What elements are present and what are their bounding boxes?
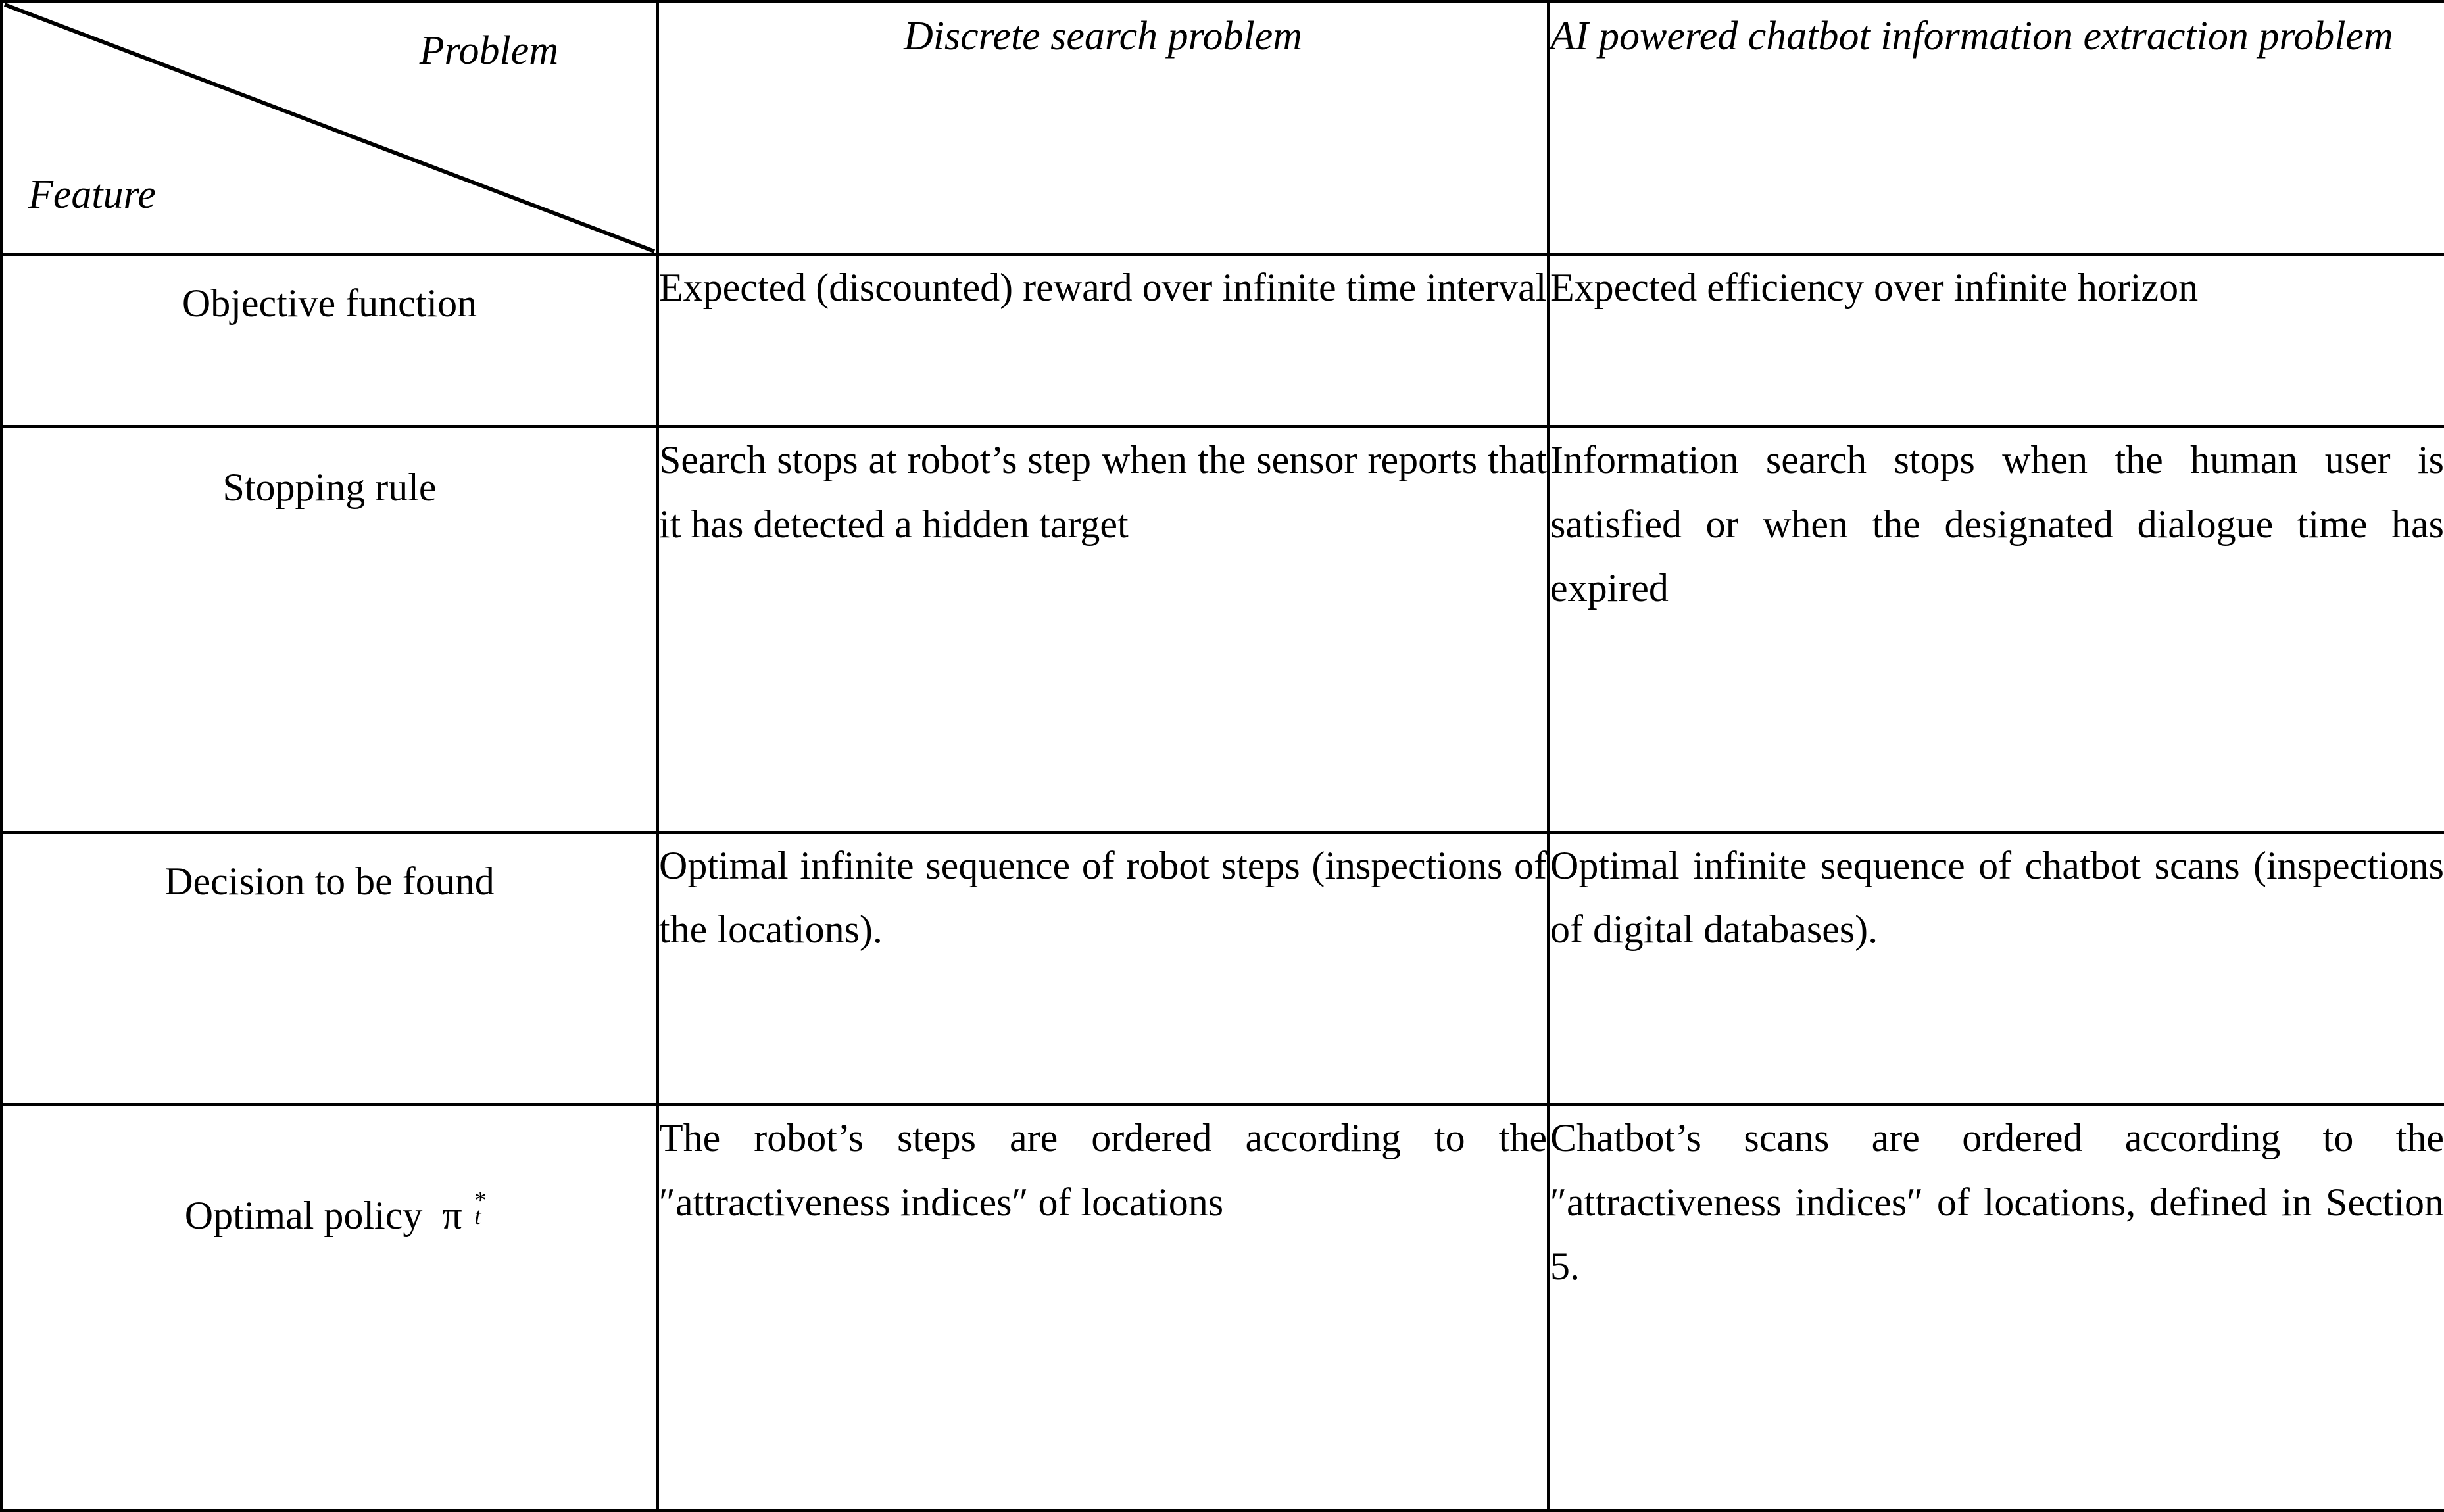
- feature-label-optimal-policy: Optimal policy π*t*: [0, 1103, 659, 1512]
- header-feature-label: Feature: [28, 172, 156, 217]
- cell-objective-function-discrete-search: Expected (discounted) reward over infini…: [656, 252, 1550, 429]
- table-row: Objective function Expected (discounted)…: [0, 252, 2444, 429]
- header-problem-label: Problem: [419, 28, 558, 73]
- diagonal-divider-line: [3, 3, 656, 253]
- feature-label-decision-to-be-found: Decision to be found: [0, 830, 659, 1107]
- table-row: Optimal policy π*t* The robot’s steps ar…: [0, 1103, 2444, 1512]
- table-row: Stopping rule Search stops at robot’s st…: [0, 425, 2444, 834]
- table-row: Decision to be found Optimal infinite se…: [0, 830, 2444, 1107]
- cell-stopping-rule-chatbot: Information search stops when the human …: [1547, 425, 2444, 834]
- cell-objective-function-chatbot: Expected efficiency over infinite horizo…: [1547, 252, 2444, 429]
- cell-decision-discrete-search: Optimal infinite sequence of robot steps…: [656, 830, 1550, 1107]
- optimal-policy-text: Optimal policy: [184, 1194, 423, 1238]
- column-header-discrete-search: Discrete search problem: [656, 0, 1550, 256]
- diagonal-header-cell: Problem Feature: [0, 0, 659, 256]
- pi-subscript: t: [474, 1202, 481, 1230]
- cell-optimal-policy-discrete-search: The robot’s steps are ordered according …: [656, 1103, 1550, 1512]
- column-header-chatbot: AI powered chatbot information extractio…: [1547, 0, 2444, 256]
- cell-decision-chatbot: Optimal infinite sequence of chatbot sca…: [1547, 830, 2444, 1107]
- feature-label-stopping-rule: Stopping rule: [0, 425, 659, 834]
- cell-stopping-rule-discrete-search: Search stops at robot’s step when the se…: [656, 425, 1550, 834]
- pi-glyph: π: [442, 1194, 462, 1238]
- pi-superscript: *: [474, 1186, 487, 1214]
- table-header-row: Problem Feature Discrete search problem …: [0, 0, 2444, 256]
- feature-label-objective-function: Objective function: [0, 252, 659, 429]
- cell-optimal-policy-chatbot: Chatbot’s scans are ordered according to…: [1547, 1103, 2444, 1512]
- pi-symbol: π*t*: [442, 1184, 486, 1248]
